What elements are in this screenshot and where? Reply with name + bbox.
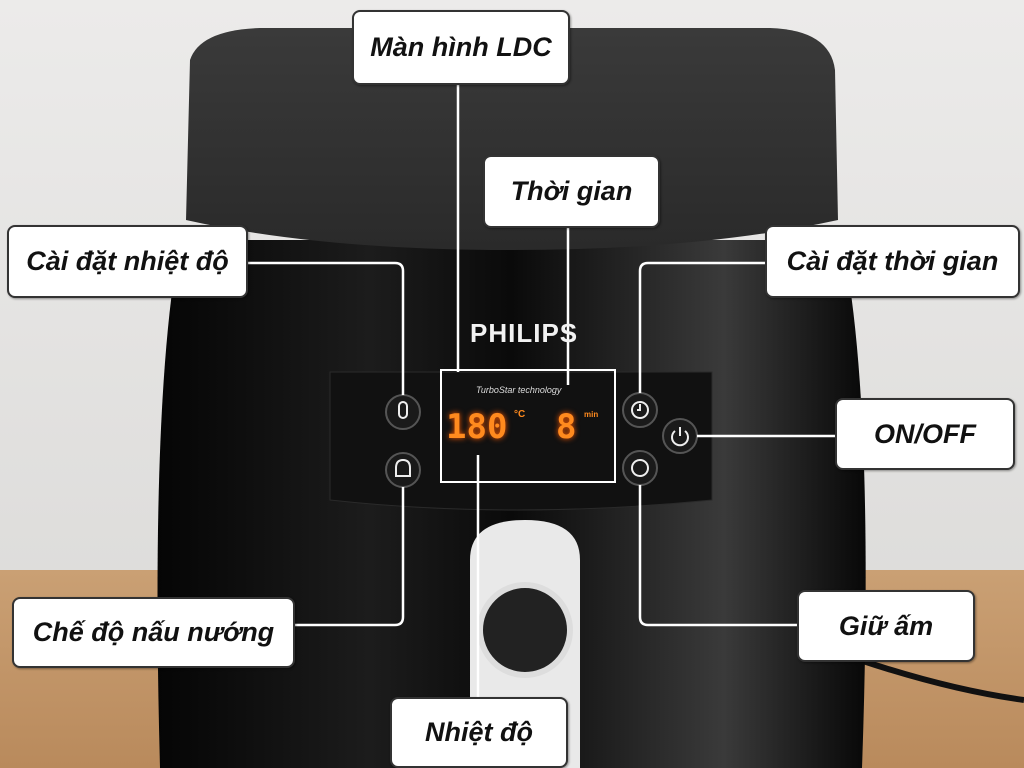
keep-warm-button — [622, 450, 658, 486]
label-time: Thời gian — [483, 155, 660, 228]
tech-text: TurboStar technology — [476, 385, 562, 395]
label-on-off: ON/OFF — [835, 398, 1015, 470]
thermometer-icon — [398, 401, 408, 419]
temperature-button — [385, 394, 421, 430]
label-lcd-screen: Màn hình LDC — [352, 10, 570, 85]
brand-logo: PHILIPS — [470, 318, 579, 348]
clock-icon — [631, 401, 649, 419]
keep-warm-icon — [631, 459, 649, 477]
power-icon — [671, 427, 689, 447]
chef-hat-icon — [395, 458, 411, 477]
time-unit: min — [584, 410, 599, 419]
time-readout: 8 — [556, 407, 577, 447]
label-temperature: Nhiệt độ — [390, 697, 568, 768]
label-cooking-mode: Chế độ nấu nướng — [12, 597, 295, 668]
temperature-readout: 180 — [446, 407, 508, 447]
label-temp-setting: Cài đặt nhiệt độ — [7, 225, 248, 298]
label-time-setting: Cài đặt thời gian — [765, 225, 1020, 298]
label-keep-warm: Giữ ấm — [797, 590, 975, 662]
cooking-mode-button — [385, 452, 421, 488]
temperature-unit: °C — [514, 409, 526, 420]
